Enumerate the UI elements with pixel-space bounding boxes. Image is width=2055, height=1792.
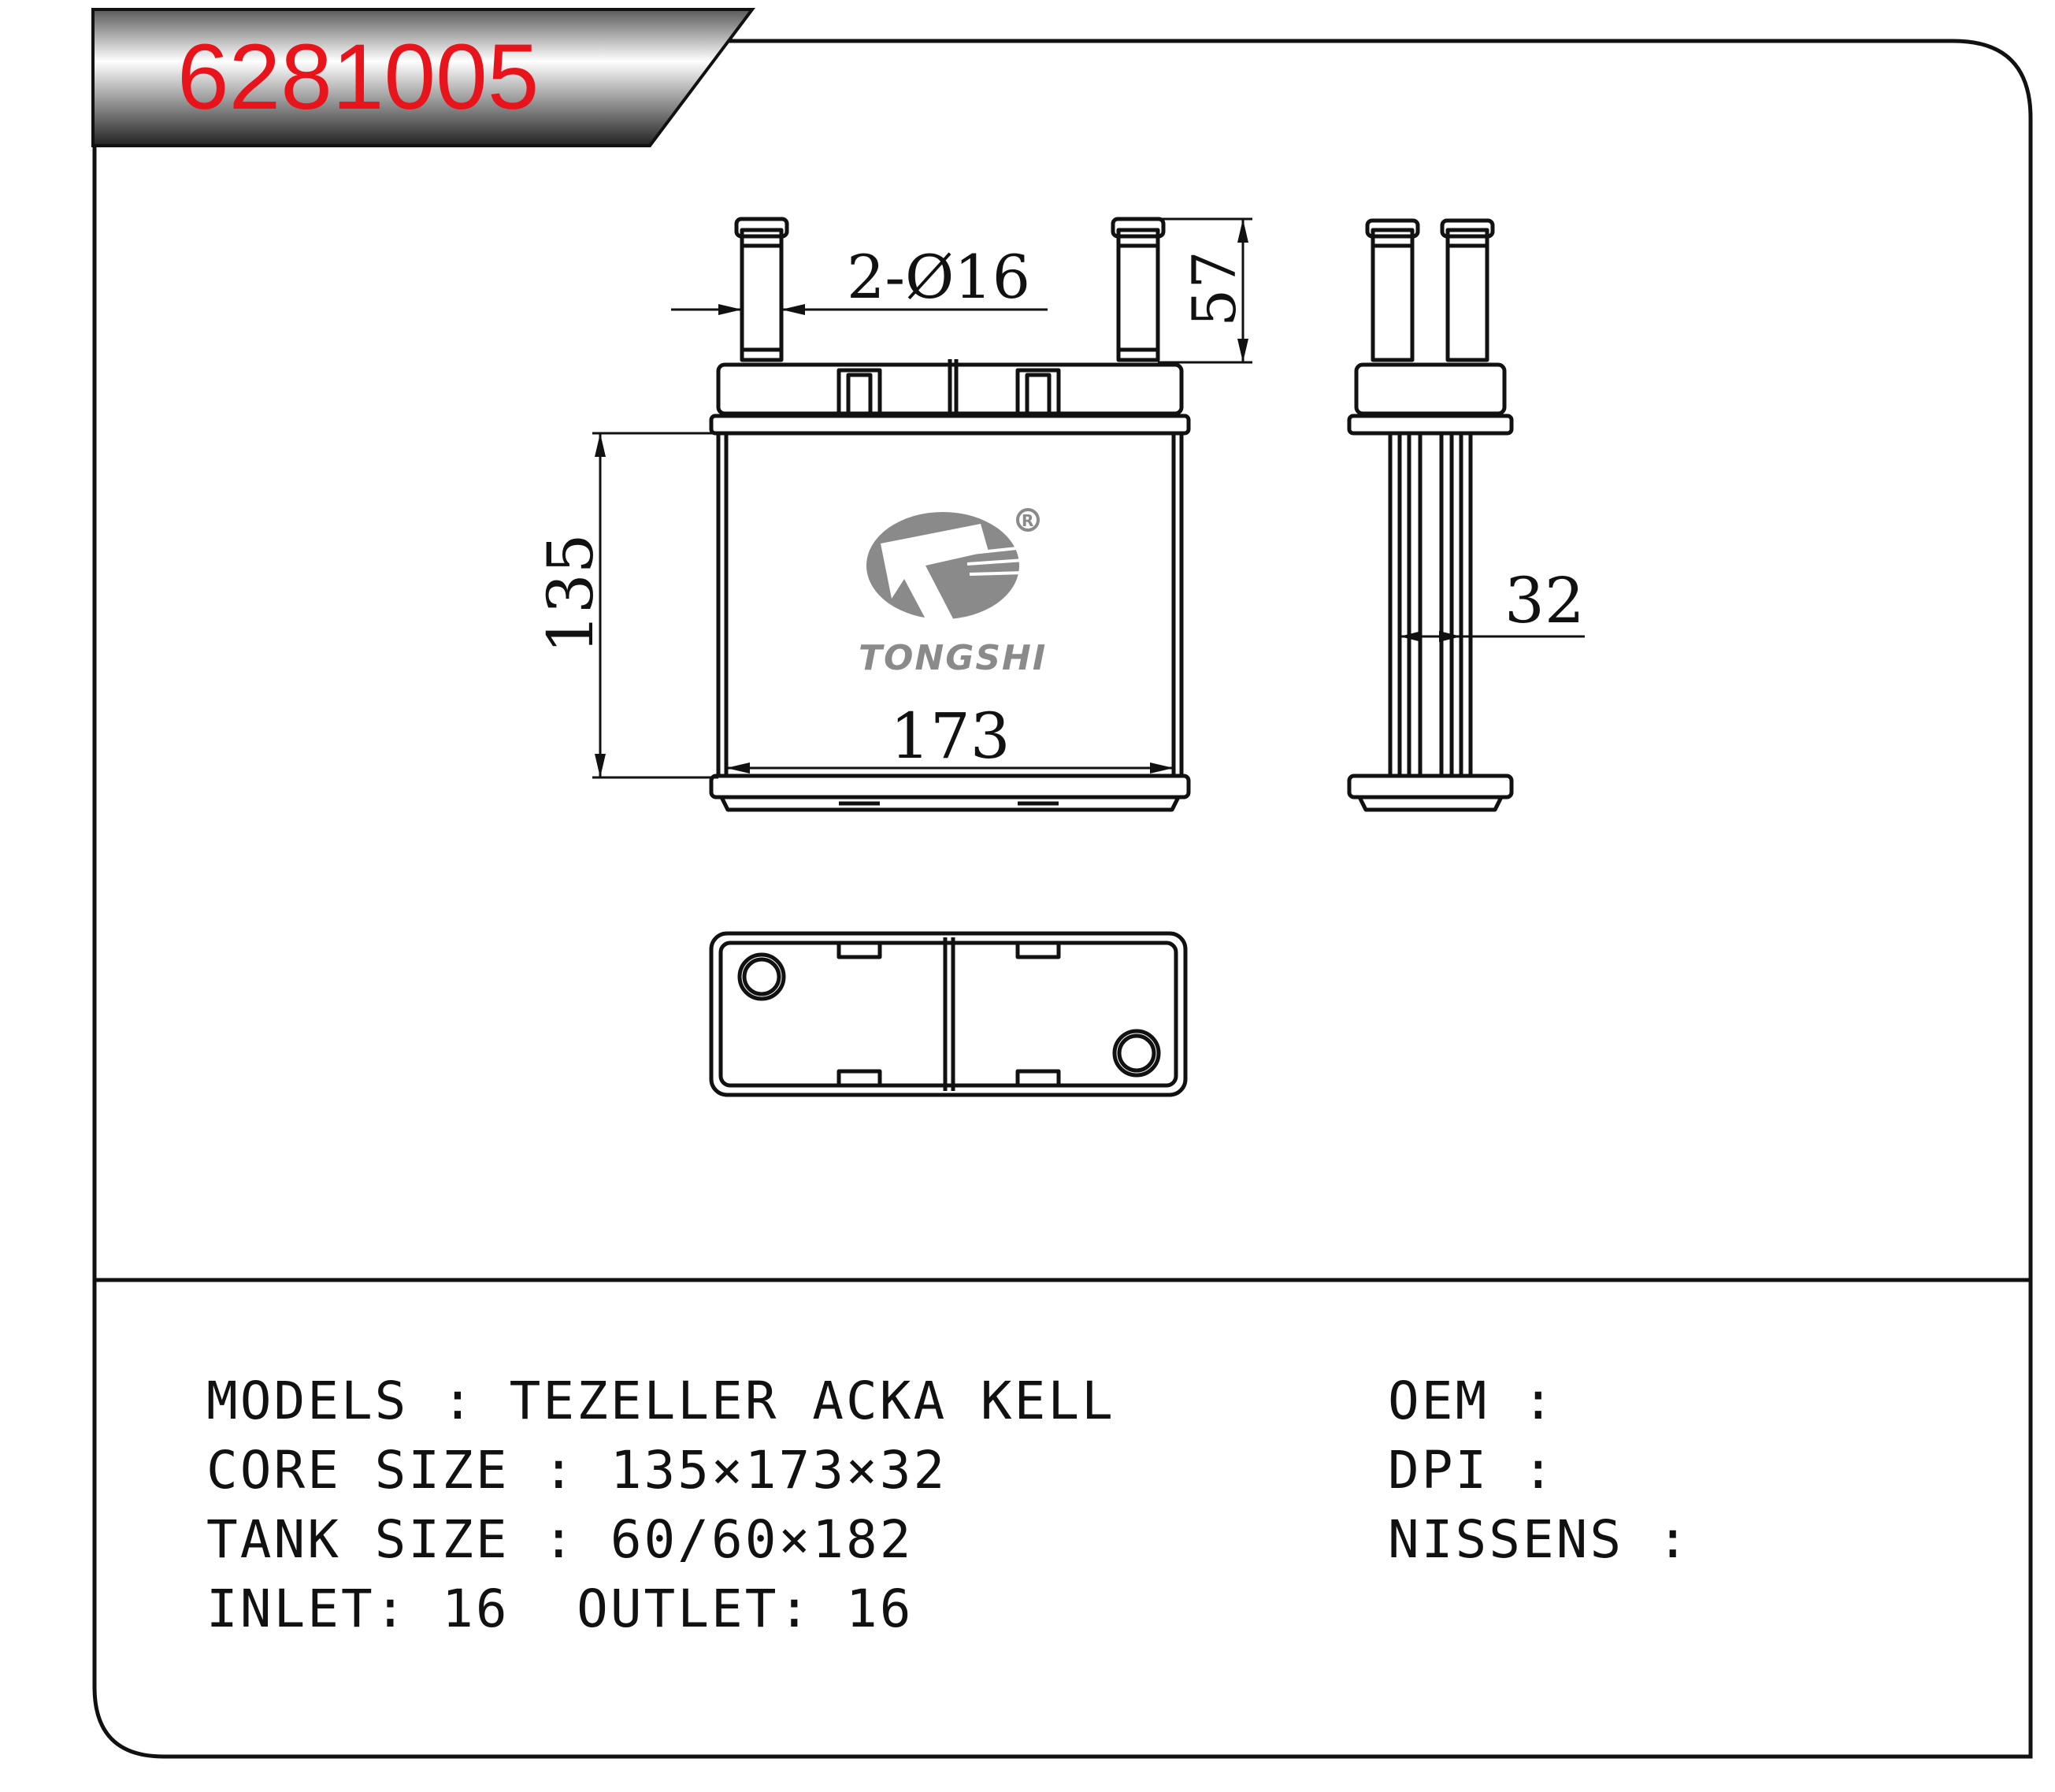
- side-bottom-tank: [1347, 774, 1514, 800]
- nissens-line: NISSENS :: [1388, 1509, 1691, 1570]
- right-pipe: [1116, 228, 1160, 362]
- core-size-line: CORE SIZE : 135×173×32: [206, 1440, 948, 1501]
- tongshi-logo: R TONGSHI: [859, 508, 1047, 678]
- pipe-diameter-label: 2-Ø16: [847, 242, 1030, 312]
- svg-text:R: R: [1022, 511, 1033, 530]
- models-line: MODELS : TEZELLER ACKA KELL: [206, 1371, 1115, 1431]
- dpi-line: DPI :: [1388, 1440, 1556, 1501]
- outlet-port-icon: [1112, 1029, 1161, 1078]
- tank-size-line: TANK SIZE : 60/60×182: [206, 1509, 914, 1570]
- oem-line: OEM :: [1388, 1371, 1556, 1431]
- top-view-outer: [709, 931, 1188, 1097]
- side-view: [1347, 218, 1514, 812]
- front-view: [709, 217, 1191, 812]
- sheet-frame: [92, 39, 2033, 1759]
- inlet-port-icon: [737, 952, 786, 1001]
- registered-mark-icon: [1016, 508, 1040, 532]
- core-height-label: 135: [534, 533, 607, 654]
- brand-name: TONGSHI: [859, 638, 1047, 678]
- top-view: [709, 931, 1188, 1097]
- left-pipe: [740, 228, 784, 362]
- bottom-tank: [709, 774, 1191, 800]
- part-number-banner: [91, 8, 756, 147]
- side-dimension-lines: [1398, 631, 1585, 642]
- core-width-label: 173: [890, 699, 1011, 773]
- side-core: [1388, 431, 1473, 778]
- front-dimension-lines: [592, 217, 1252, 779]
- part-number: 6281005: [177, 25, 539, 129]
- pipe-height-label: 57: [1179, 250, 1249, 327]
- core-depth-label: 32: [1504, 564, 1585, 637]
- side-top-tank: [1354, 362, 1507, 416]
- inlet-outlet-line: INLET: 16 OUTLET: 16: [206, 1579, 914, 1639]
